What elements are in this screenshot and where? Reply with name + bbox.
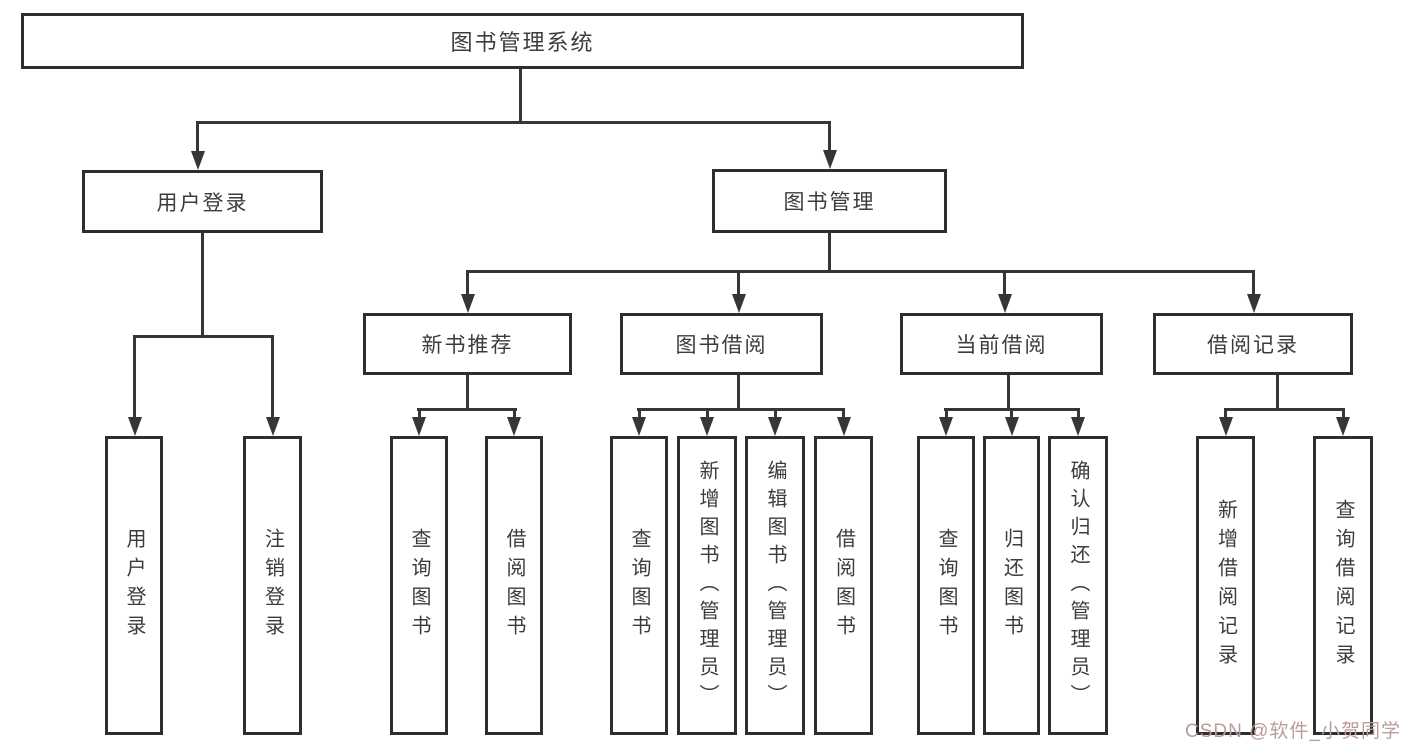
leaf-bb-borrow-books-label: 借阅图书 <box>832 527 855 644</box>
connector-leaf-logout-drop <box>271 335 274 418</box>
connector-cb-leaf1-drop <box>944 408 948 418</box>
leaf-logout: 注销登录 <box>243 436 302 735</box>
arrowhead-book-borrow <box>731 294 746 313</box>
connector-borrow-records-drop <box>1252 270 1255 294</box>
connector-book-mgmt-stem <box>828 233 831 270</box>
connector-book-mgmt-drop <box>828 121 831 151</box>
connector-cb-leaf3-drop <box>1076 408 1080 418</box>
arrowhead-new-book <box>460 294 475 313</box>
connector-bb-leaf4-drop <box>842 408 845 418</box>
arrowhead-user-login <box>190 151 205 170</box>
arrowhead-leaf-login <box>127 417 142 436</box>
connector-root-stem <box>519 69 522 121</box>
connector-bb-leaf3-drop <box>773 408 777 418</box>
arrowhead-bb-leaf4 <box>836 417 851 436</box>
connector-level2-split <box>196 121 831 124</box>
node-root: 图书管理系统 <box>21 13 1024 69</box>
watermark-text: CSDN @软件_小贺同学 <box>1185 721 1401 742</box>
arrowhead-bb-leaf3 <box>768 417 782 436</box>
leaf-logout-label: 注销登录 <box>261 527 284 644</box>
node-user-login: 用户登录 <box>82 170 323 233</box>
leaf-br-query-record: 查询借阅记录 <box>1313 436 1373 735</box>
leaf-br-add-record: 新增借阅记录 <box>1196 436 1255 735</box>
connector-new-book-stem <box>466 375 469 408</box>
connector-book-borrow-stem <box>737 375 740 408</box>
connector-level3-split <box>466 270 1255 273</box>
leaf-bb-add-books-admin: 新增图书（管理员） <box>677 436 737 735</box>
leaf-nb-borrow-books: 借阅图书 <box>485 436 543 735</box>
connector-current-borrow-stem <box>1007 375 1010 408</box>
node-borrow-records-label: 借阅记录 <box>1207 334 1299 357</box>
arrowhead-bb-leaf2 <box>700 417 714 436</box>
leaf-cb-query-books-label: 查询图书 <box>935 527 957 644</box>
connector-br-leaf2-drop <box>1341 408 1345 418</box>
leaf-bb-query-books-label: 查询图书 <box>628 527 650 644</box>
node-book-borrow: 图书借阅 <box>620 313 823 375</box>
leaf-bb-query-books: 查询图书 <box>610 436 668 735</box>
connector-book-borrow-drop <box>737 270 740 294</box>
connector-user-login-stem <box>201 233 204 335</box>
connector-current-borrow-drop <box>1003 270 1006 294</box>
node-user-login-label: 用户登录 <box>156 191 249 215</box>
connector-bb-leaf2-drop <box>705 408 709 418</box>
connector-nb-leaf1-drop <box>417 408 421 418</box>
connector-bb-leaf1-drop <box>637 408 641 418</box>
arrowhead-nb-leaf1 <box>412 417 426 436</box>
leaf-br-query-record-label: 查询借阅记录 <box>1332 498 1354 673</box>
arrowhead-cb-leaf2 <box>1004 417 1019 436</box>
node-book-mgmt: 图书管理 <box>712 169 947 233</box>
node-current-borrow-label: 当前借阅 <box>955 334 1048 357</box>
arrowhead-leaf-logout <box>265 417 280 436</box>
leaf-cb-return-books: 归还图书 <box>983 436 1040 735</box>
node-book-mgmt-label: 图书管理 <box>783 191 876 214</box>
arrowhead-bb-leaf1 <box>632 417 646 436</box>
leaf-cb-query-books: 查询图书 <box>917 436 975 735</box>
leaf-bb-add-books-admin-label: 新增图书（管理员） <box>696 459 718 712</box>
arrowhead-br-leaf2 <box>1336 417 1350 436</box>
connector-user-login-drop <box>196 121 199 152</box>
node-book-borrow-label: 图书借阅 <box>675 334 768 357</box>
connector-new-book-drop <box>466 270 469 294</box>
leaf-nb-query-books: 查询图书 <box>390 436 448 735</box>
connector-user-login-split <box>133 335 274 338</box>
leaf-cb-return-books-label: 归还图书 <box>1000 527 1023 644</box>
connector-nb-leaf2-drop <box>512 408 516 418</box>
arrowhead-borrow-records <box>1246 294 1261 313</box>
leaf-user-login-label: 用户登录 <box>123 527 145 644</box>
node-current-borrow: 当前借阅 <box>900 313 1103 375</box>
leaf-cb-confirm-return-admin: 确认归还（管理员） <box>1048 436 1108 735</box>
node-new-book-recommend: 新书推荐 <box>363 313 572 375</box>
leaf-nb-query-books-label: 查询图书 <box>408 527 430 644</box>
arrowhead-book-mgmt <box>822 150 837 169</box>
leaf-bb-edit-books-admin-label: 编辑图书（管理员） <box>764 459 786 712</box>
connector-leaf-login-drop <box>133 335 136 418</box>
node-root-label: 图书管理系统 <box>450 30 595 55</box>
leaf-cb-confirm-return-admin-label: 确认归还（管理员） <box>1067 459 1089 712</box>
arrowhead-current-borrow <box>997 294 1012 313</box>
leaf-bb-edit-books-admin: 编辑图书（管理员） <box>745 436 805 735</box>
connector-borrow-records-split <box>1224 408 1344 411</box>
connector-cb-leaf2-drop <box>1010 408 1013 418</box>
arrowhead-nb-leaf2 <box>507 417 521 436</box>
connector-book-borrow-split <box>637 408 845 411</box>
leaf-user-login: 用户登录 <box>105 436 163 735</box>
arrowhead-cb-leaf3 <box>1071 417 1085 436</box>
node-borrow-records: 借阅记录 <box>1153 313 1353 375</box>
connector-borrow-records-stem <box>1276 375 1279 408</box>
arrowhead-cb-leaf1 <box>939 417 953 436</box>
leaf-nb-borrow-books-label: 借阅图书 <box>503 527 525 644</box>
leaf-bb-borrow-books: 借阅图书 <box>814 436 873 735</box>
connector-br-leaf1-drop <box>1224 408 1227 418</box>
connector-new-book-split <box>417 408 517 411</box>
node-new-book-recommend-label: 新书推荐 <box>421 334 514 357</box>
arrowhead-br-leaf1 <box>1218 417 1233 436</box>
leaf-br-add-record-label: 新增借阅记录 <box>1214 498 1237 673</box>
